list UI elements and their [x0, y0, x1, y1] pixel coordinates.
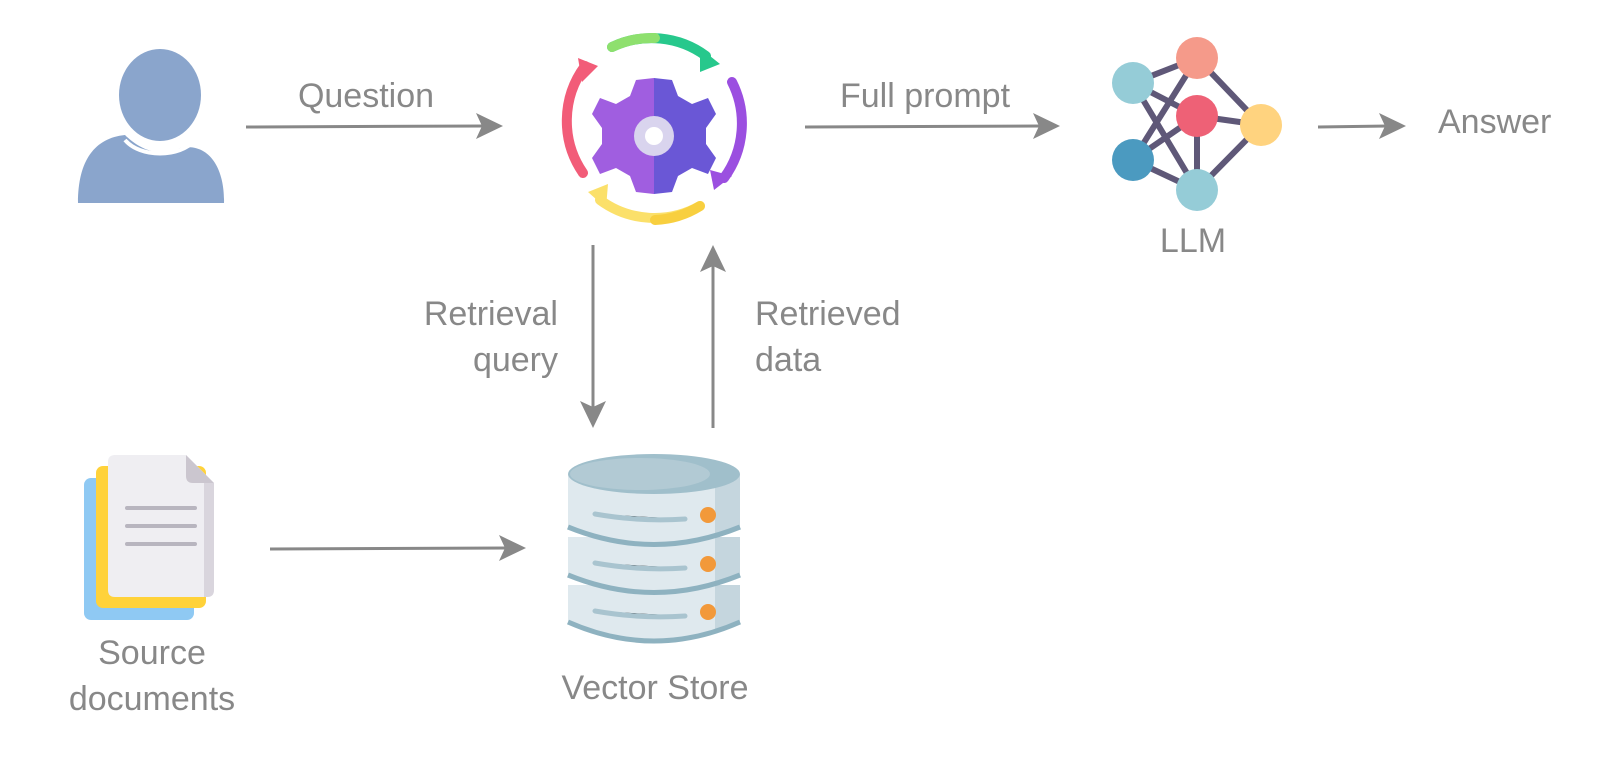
- vector-store-label: Vector Store: [561, 669, 748, 707]
- answer-label: Answer: [1438, 103, 1551, 141]
- question-label: Question: [298, 77, 434, 115]
- arrow-question: [245, 113, 503, 139]
- retrieved-data-label-line1: Retrieved: [755, 295, 901, 333]
- arrow-retrieved-data: [700, 245, 726, 428]
- llm-label: LLM: [1160, 222, 1226, 260]
- retrieval-query-label-line2: query: [473, 341, 558, 379]
- arrow-retrieval-query: [580, 245, 606, 428]
- retrieved-data-label-line2: data: [755, 341, 821, 379]
- source-documents-label-line2: documents: [69, 680, 235, 718]
- full-prompt-label: Full prompt: [840, 77, 1011, 115]
- gear-cycle-icon: [561, 32, 747, 225]
- arrow-full-prompt: [804, 113, 1060, 139]
- source-documents-label-line1: Source: [98, 634, 206, 672]
- documents-icon: [84, 455, 214, 620]
- user-icon: [78, 49, 225, 203]
- database-icon: [566, 454, 742, 644]
- arrow-ingest-documents: [269, 535, 526, 561]
- arrow-answer: [1317, 113, 1406, 139]
- retrieval-query-label-line1: Retrieval: [424, 295, 558, 333]
- neural-network-icon: [1112, 37, 1282, 211]
